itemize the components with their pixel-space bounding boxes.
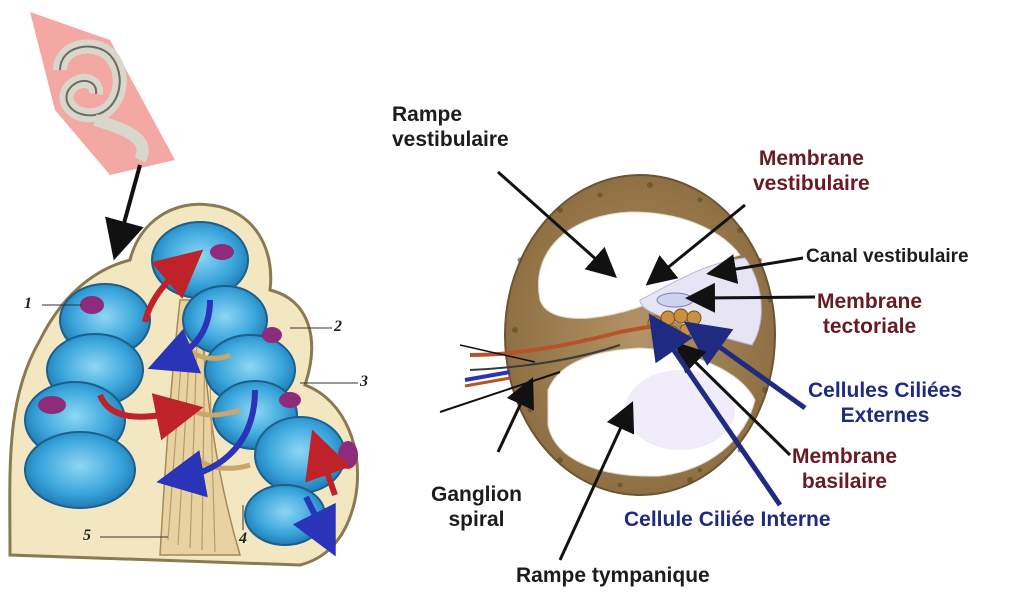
label-canal-vestibulaire: Canal vestibulaire	[806, 244, 969, 269]
arrow-membrane-tectoriale	[697, 297, 815, 298]
label-membrane-tectoriale: Membrane tectoriale	[817, 289, 922, 339]
cutting-plane-icon	[30, 12, 175, 175]
label-rampe-vestibulaire: Rampe vestibulaire	[392, 102, 509, 152]
number-5: 5	[83, 527, 91, 545]
number-2: 2	[334, 318, 342, 336]
label-ganglion-spiral: Ganglion spiral	[431, 482, 522, 532]
label-cellule-interne: Cellule Ciliée Interne	[624, 507, 831, 532]
number-3: 3	[360, 373, 368, 391]
label-membrane-vestibulaire: Membrane vestibulaire	[753, 146, 870, 196]
number-1: 1	[24, 295, 32, 313]
label-rampe-tympanique: Rampe tympanique	[516, 563, 710, 588]
label-cellules-externes: Cellules Ciliées Externes	[808, 378, 962, 428]
section-arrow	[118, 165, 140, 245]
cochlea-body	[10, 204, 358, 565]
number-4: 4	[239, 530, 247, 548]
arrow-ganglion-spiral	[498, 388, 528, 452]
label-membrane-basilaire: Membrane basilaire	[792, 444, 897, 494]
